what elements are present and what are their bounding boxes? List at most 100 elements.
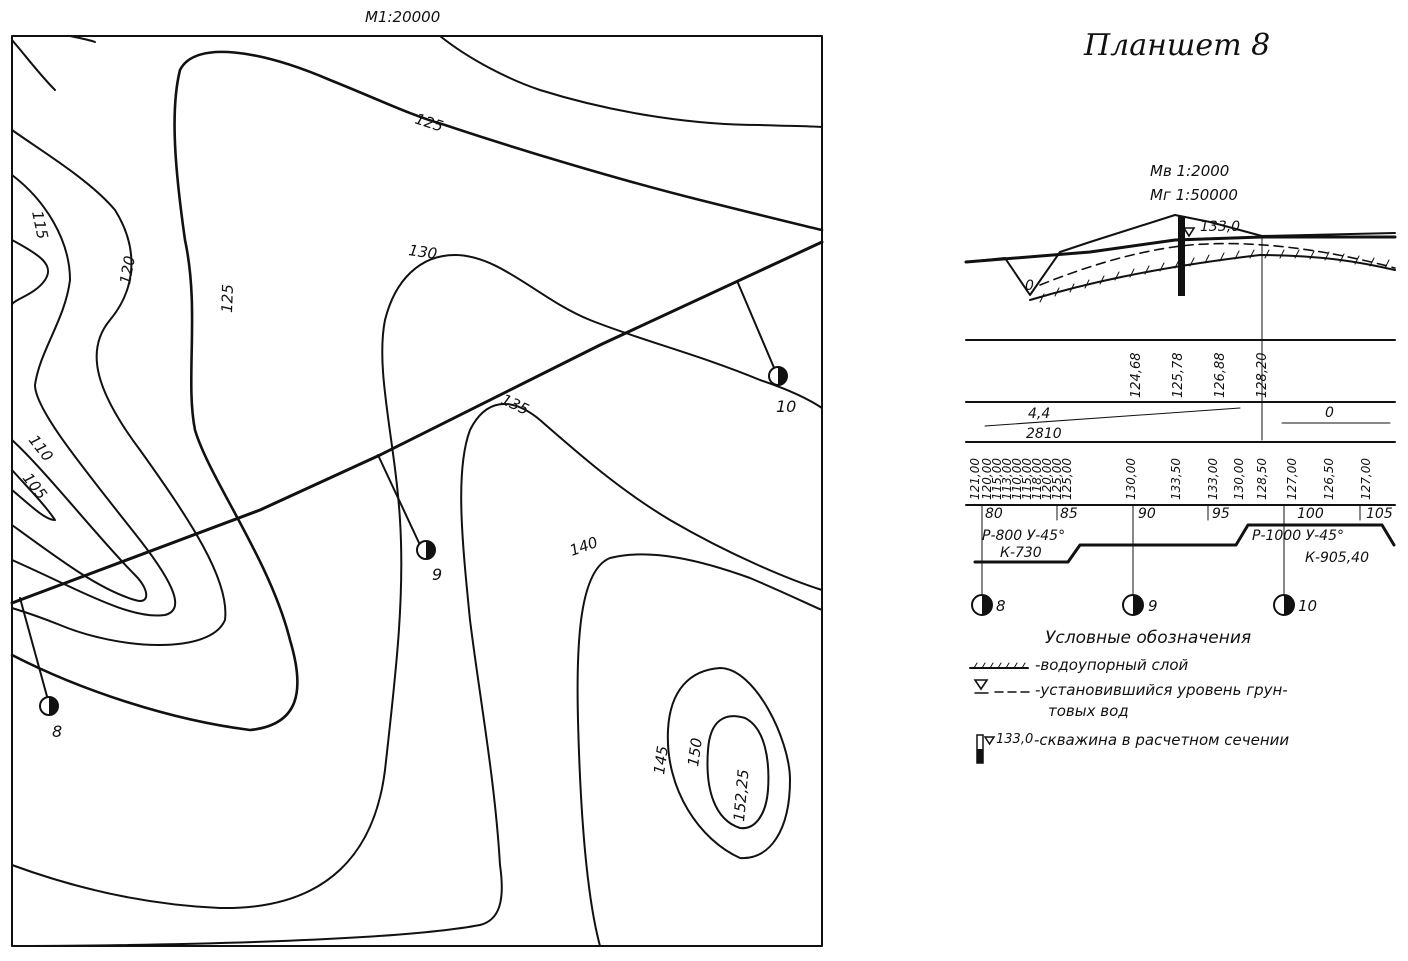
- design-mark: 126,88: [1213, 353, 1228, 399]
- well-10-label: 10: [776, 397, 796, 416]
- contour-label-150: 150: [684, 737, 706, 768]
- aquiclude-hatching: [1039, 249, 1390, 303]
- profile-well-10-marker: [1273, 594, 1295, 616]
- map-frame: [11, 35, 823, 947]
- profile-well-9-marker: [1122, 594, 1144, 616]
- legend-title: Условные обозначения: [1045, 628, 1251, 648]
- zero-work-mark: 0: [1025, 278, 1034, 294]
- design-marks-row: 124,68 125,78 126,88 128,20: [1129, 353, 1270, 399]
- vertical-scale: Мв 1:2000: [1150, 162, 1229, 180]
- profile-well-8-marker: [971, 594, 993, 616]
- sheet-title: Планшет 8: [1083, 28, 1270, 63]
- ground-mark: 125,00: [1060, 458, 1074, 500]
- legend-item-groundwater-1: -установившийся уровень грун-: [1035, 681, 1288, 699]
- contour-label-145: 145: [650, 745, 672, 776]
- picket-label: 85: [1060, 506, 1078, 522]
- ground-mark: 121,00: [968, 458, 982, 500]
- horizontal-scale: Мг 1:50000: [1150, 186, 1238, 204]
- ground-mark: 128,50: [1255, 458, 1269, 500]
- legend: Условные обозначения -водоупорный слой -…: [969, 628, 1289, 764]
- well-9-label: 9: [432, 565, 442, 584]
- picket-label: 90: [1138, 506, 1156, 522]
- legend-item-aquiclude: -водоупорный слой: [1035, 656, 1189, 674]
- ground-mark: 133,50: [1169, 458, 1183, 500]
- contour-label-120: 120: [116, 254, 139, 285]
- contour-line-105: [11, 469, 56, 521]
- well-10-marker: [768, 366, 788, 386]
- well-8-label: 8: [52, 722, 62, 741]
- curve-line: [973, 523, 1396, 564]
- section-well-level: 133,0: [1200, 219, 1240, 235]
- legend-item-groundwater-2: товых вод: [1048, 702, 1129, 720]
- ground-mark: 125,00: [1050, 458, 1064, 500]
- well-10-offset-line: [737, 282, 776, 371]
- groundwater-legend-icon: [973, 679, 1031, 694]
- well-8-offset-line: [19, 597, 49, 701]
- ground-mark: 110,00: [1010, 458, 1024, 500]
- picket-label: 95: [1212, 506, 1230, 522]
- curve-right-length: К-905,40: [1305, 550, 1369, 566]
- aquiclude-legend-icon: [969, 662, 1029, 669]
- profile-well-8-label: 8: [996, 597, 1006, 615]
- contour-label-125-top: 125: [413, 110, 446, 136]
- contour-label-130: 130: [407, 241, 438, 263]
- ground-mark: 118,00: [1030, 458, 1044, 500]
- slope-left-value: 4,4: [1028, 406, 1050, 422]
- contour-line-130: [11, 254, 823, 910]
- curve-left-params: Р-800 У-45°: [982, 528, 1065, 544]
- ground-mark: 120,00: [980, 458, 994, 500]
- ground-mark: 127,00: [1285, 458, 1299, 500]
- well-legend-icon: [976, 734, 996, 764]
- design-mark: 125,78: [1171, 353, 1186, 399]
- contour-label-135: 135: [498, 390, 532, 418]
- route-line: [10, 240, 824, 605]
- curve-left-length: К-730: [1000, 545, 1042, 561]
- contour-line-120: [11, 129, 227, 646]
- ground-mark: 115,00: [1020, 458, 1034, 500]
- contour-label-115: 115: [28, 209, 52, 241]
- well-8-marker: [39, 696, 59, 716]
- contour-line-110: [11, 439, 148, 602]
- ground-mark: 133,00: [1206, 458, 1220, 500]
- contour-line-125-top: [11, 35, 823, 128]
- section-well-marker: [1178, 216, 1185, 296]
- contour-line-125-main: [10, 50, 824, 732]
- longitudinal-profile: Мв 1:2000 Мг 1:50000 133,0 0 124,68 125,…: [964, 162, 1397, 616]
- picket-label: 105: [1366, 506, 1393, 522]
- topographic-map: М1:20000 105: [10, 8, 824, 947]
- slope-right-value: 0: [1325, 405, 1334, 421]
- well-9-offset-line: [377, 454, 421, 546]
- pickets-row: 80 85 90 95 100 105: [981, 504, 1393, 601]
- groundwater-level-line: [1039, 242, 1396, 286]
- ground-mark: 115,00: [990, 458, 1004, 500]
- design-mark: 124,68: [1129, 353, 1144, 399]
- profile-well-10-label: 10: [1298, 597, 1317, 615]
- ground-mark: 120,00: [1040, 458, 1054, 500]
- design-grade-line: [964, 235, 1397, 264]
- well-9-marker: [416, 540, 436, 560]
- contour-line-135: [29, 403, 823, 947]
- aquiclude-layer-line: [1029, 254, 1396, 301]
- profile-well-9-label: 9: [1148, 597, 1158, 615]
- ground-mark: 113,00: [1000, 458, 1014, 500]
- picket-label: 80: [985, 506, 1003, 522]
- groundwater-triangle-icon: [1182, 227, 1196, 238]
- ground-surface-line: [965, 214, 1396, 296]
- curve-right-params: Р-1000 У-45°: [1252, 528, 1344, 544]
- summit-label: 152,25: [730, 768, 753, 822]
- map-scale: М1:20000: [365, 8, 440, 26]
- slope-line-left: [984, 407, 1241, 427]
- ground-mark: 130,00: [1232, 458, 1246, 500]
- contour-label-140: 140: [567, 533, 600, 560]
- ground-mark: 126,50: [1322, 458, 1336, 500]
- slope-left-length: 2810: [1026, 426, 1062, 442]
- contour-line-140: [576, 553, 823, 947]
- picket-label: 100: [1297, 506, 1324, 522]
- contour-label-110: 110: [25, 431, 57, 465]
- contour-line-145: [666, 667, 791, 860]
- design-mark: 128,20: [1255, 353, 1270, 399]
- contour-label-125-vertical: 125: [218, 284, 237, 313]
- contour-line-115: [11, 174, 177, 617]
- ground-marks-row: 121,00 120,00 115,00 113,00 110,00 115,0…: [968, 458, 1373, 500]
